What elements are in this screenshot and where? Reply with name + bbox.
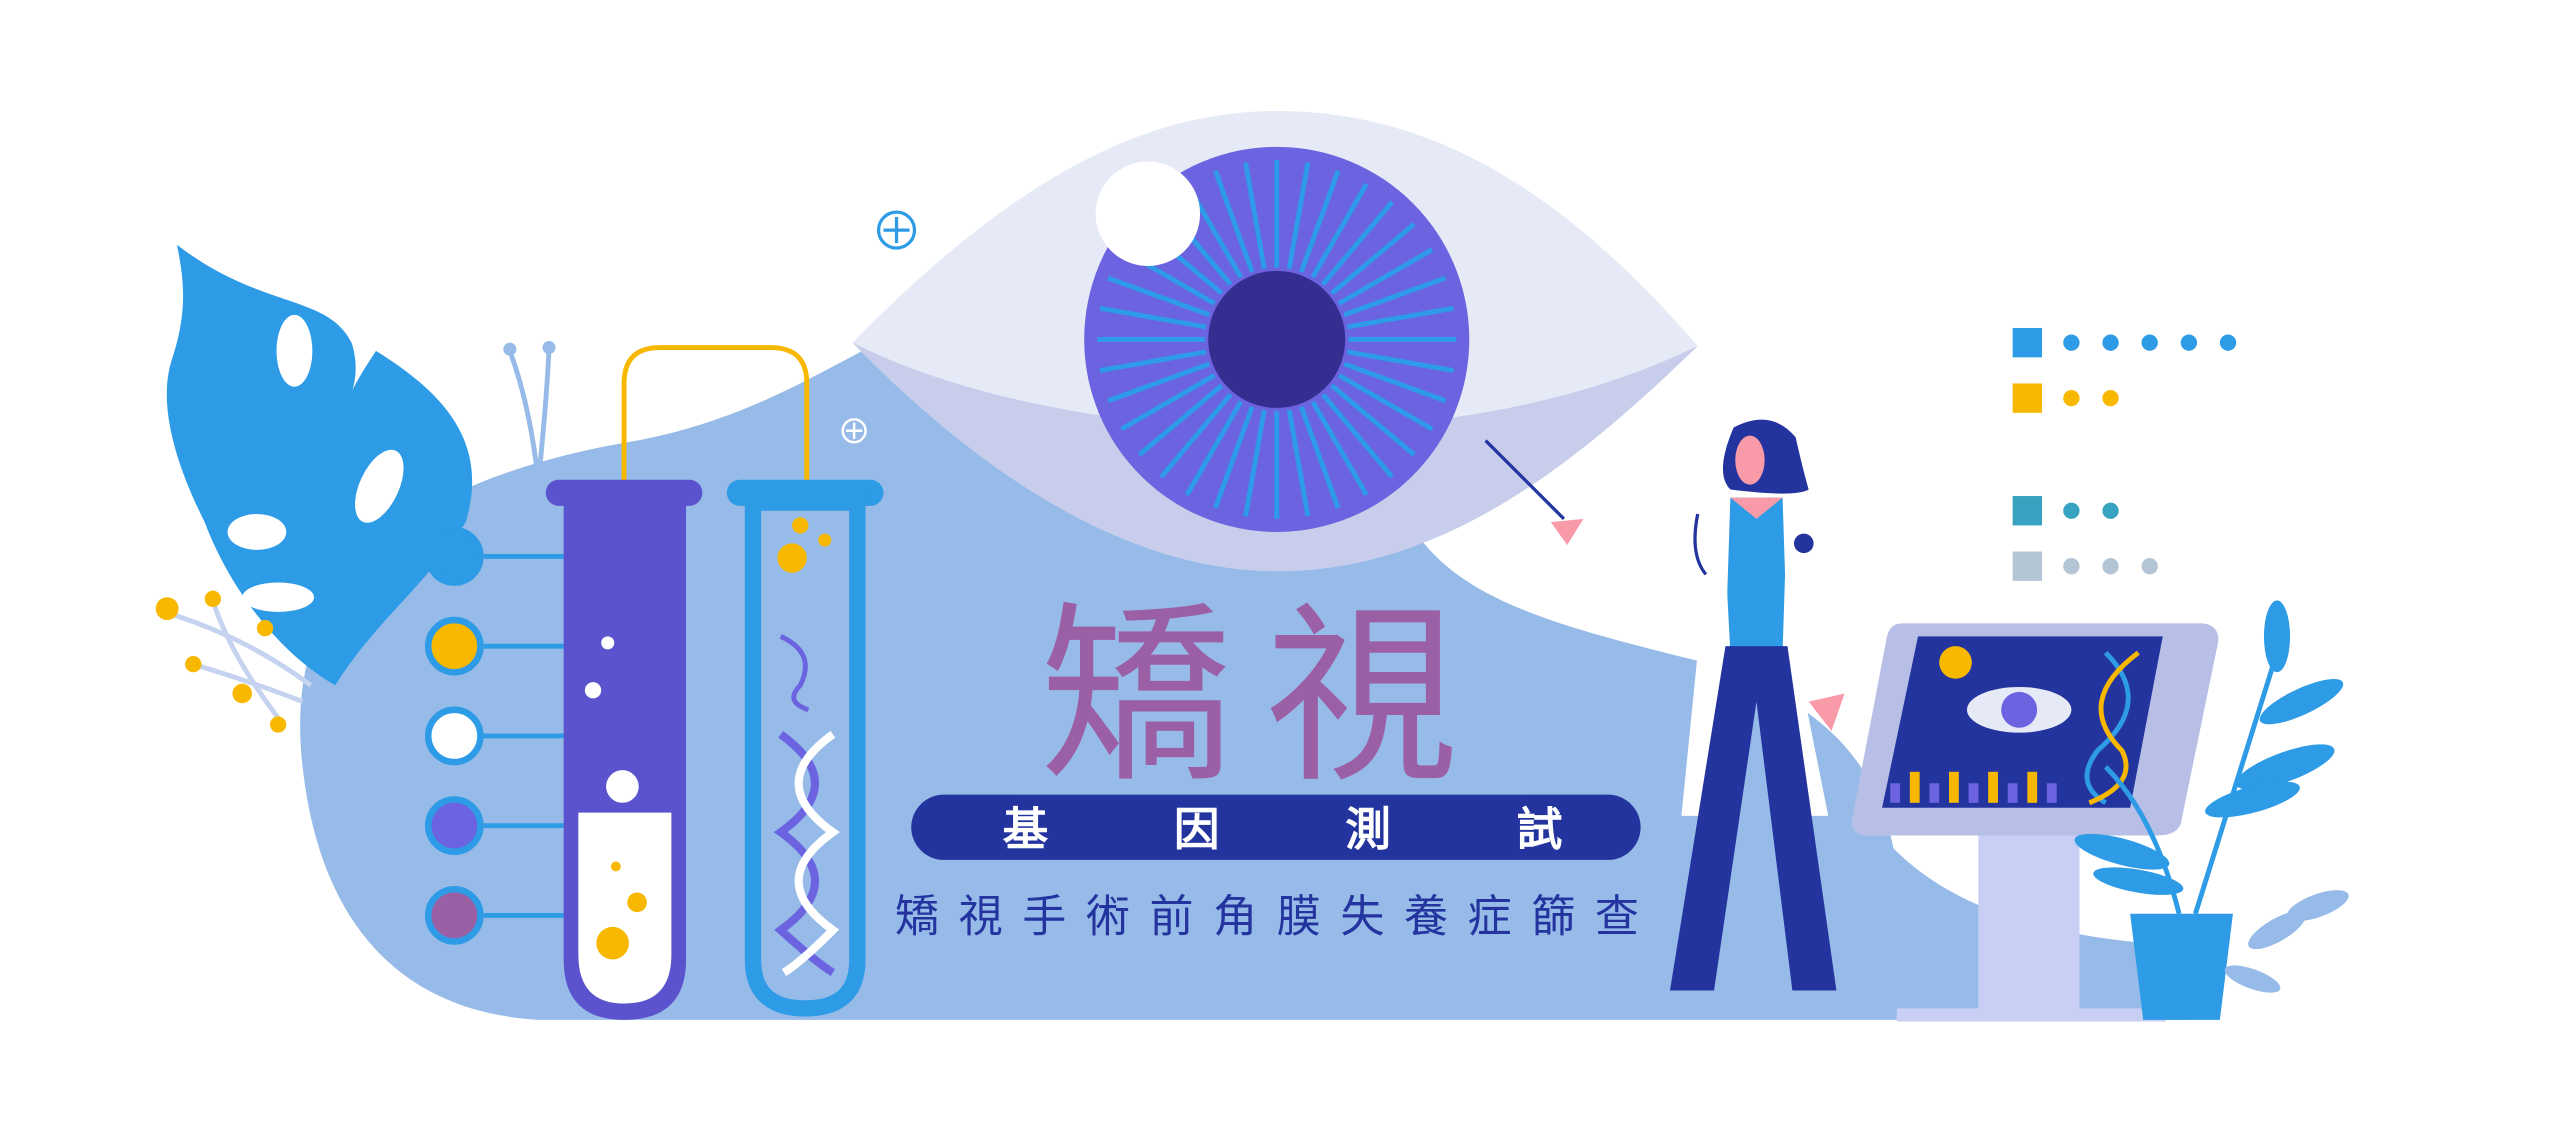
iris-ray [1310,400,1369,497]
iris-ray [1347,305,1454,330]
gene-test-pill [911,794,1641,860]
potted-plant [2074,600,2349,1020]
sprig-illustration [507,347,552,490]
plus-icon [841,418,867,444]
pill-char: 因 [1174,803,1220,856]
iris-ray [1321,200,1394,286]
yellow-berry-branch [163,599,313,720]
iris-ray [1286,409,1311,517]
iris-ray [1107,361,1211,404]
banner-title: 矯視 [1040,586,1490,810]
connector-lines [483,553,564,918]
monitor-bar [1988,771,1998,803]
iris-ray [1298,169,1341,273]
monitor-bar [1929,783,1940,803]
pill-char: 基 [1003,803,1049,856]
monitor-bar [1890,783,1901,803]
plus-icon [876,210,917,250]
iris-ray [1213,169,1255,273]
eye-illustration [852,110,1698,572]
doctor-illustration [1484,419,1845,991]
iris-ray [1343,275,1447,318]
monitor-bar [1949,771,1959,803]
iris-ray [1099,305,1207,330]
iris-ray [1330,222,1416,296]
yellow-dots [155,590,287,733]
iris-ray [1286,162,1311,270]
monitor-bar [2027,771,2038,803]
flow-arrow [621,345,810,751]
iris-ray [1243,162,1267,270]
iris-ray [1184,400,1243,497]
iris-ray [1243,409,1267,517]
iris-ray [1347,349,1454,373]
monitor-bar [2007,783,2018,803]
iris-ray [1120,373,1216,432]
iris-ray [1310,182,1369,279]
iris-ray [1321,392,1394,479]
monitor-bar [2046,783,2057,803]
pill-char: 測 [1345,803,1391,856]
monitor-bar [1909,771,1920,803]
monstera-leaf-illustration [166,244,473,686]
iris-ray [1330,383,1416,457]
sample-circles [424,527,484,945]
pill-char: 試 [1517,803,1563,856]
pupil [1208,270,1346,408]
iris-ray [1107,275,1211,318]
iris-ray [1099,349,1207,373]
banner-subtitle: 矯視手術前角膜失養症篩查 [895,892,1659,943]
monitor-bar [1968,783,1979,803]
monitor-illustration [1851,623,2219,1022]
decorative-dot-rows [2012,327,2237,581]
iris-ray [1137,383,1224,457]
iris-ray [1213,406,1255,509]
purple-test-tube [545,479,703,1020]
iris-ray [1159,392,1233,479]
iris-ray [1298,406,1341,509]
blue-test-tube [726,479,884,1017]
iris-ray [1337,247,1434,306]
iris-ray [1337,373,1434,432]
eye-highlight [1095,161,1201,266]
iris-ray [1343,361,1447,404]
plus-icon [1644,463,1670,490]
